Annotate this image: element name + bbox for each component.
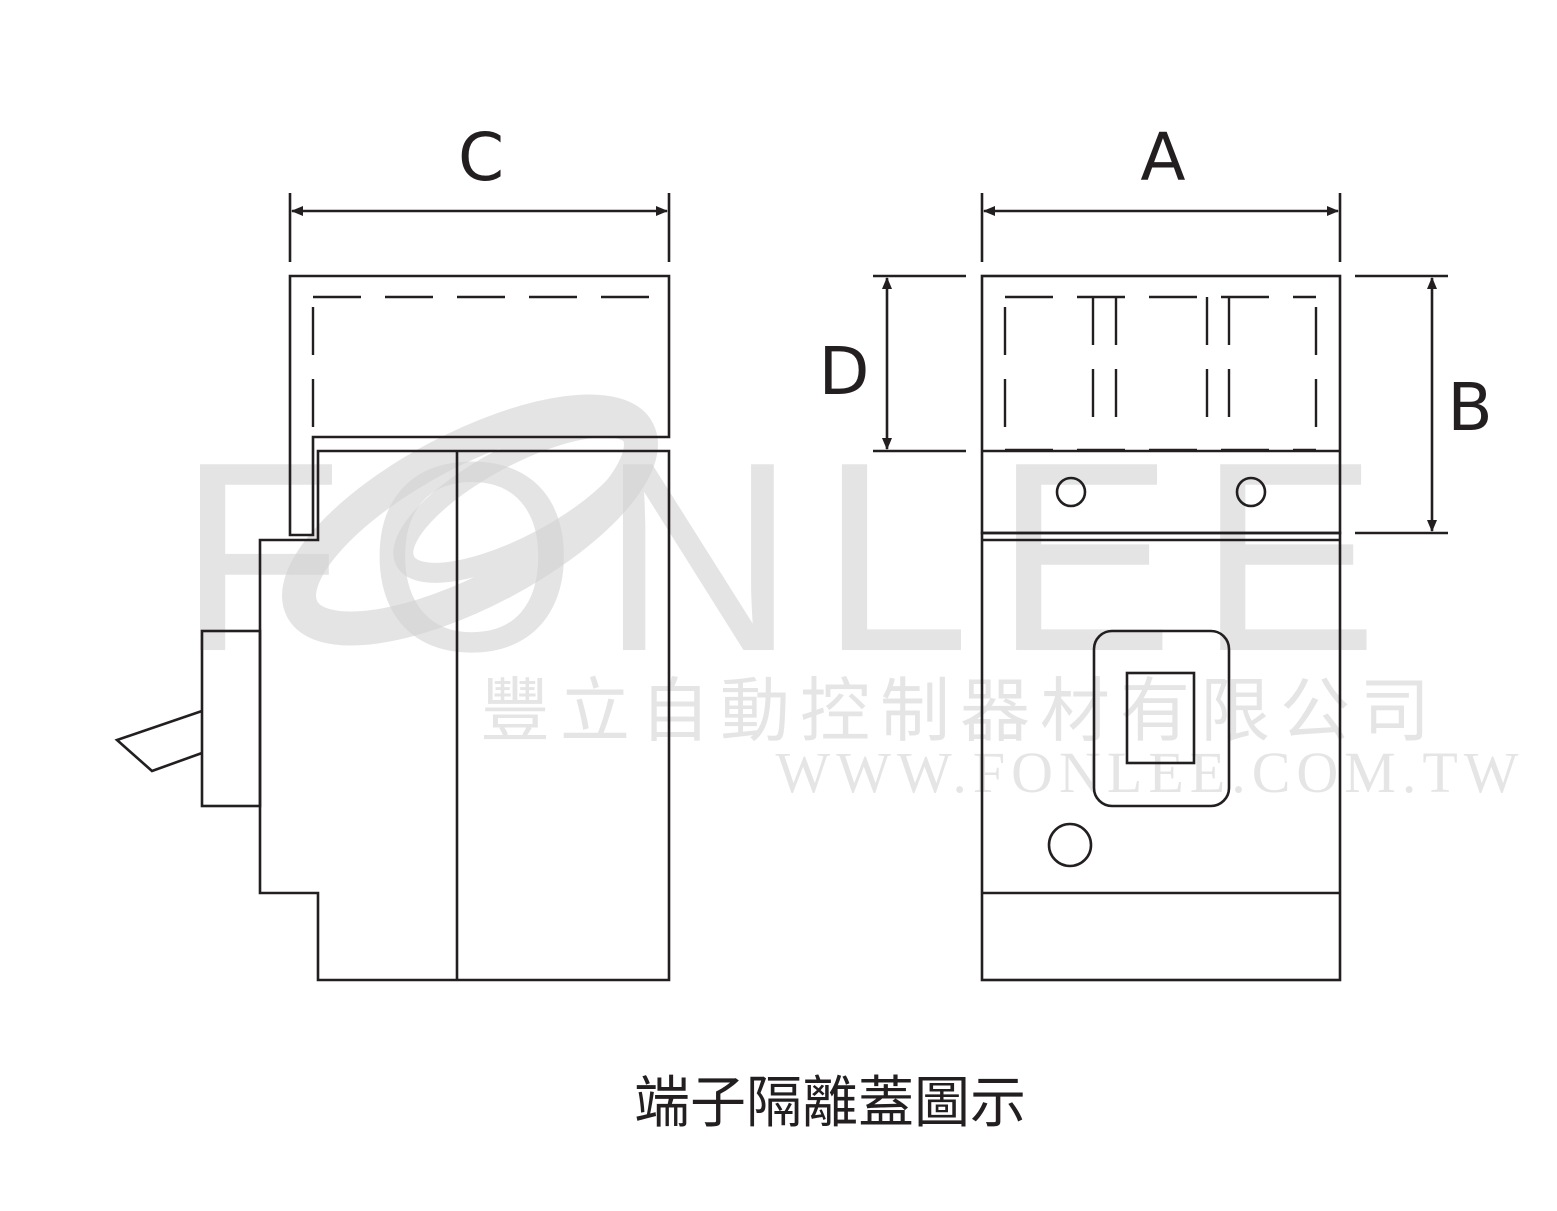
front-view: A D B [819,119,1493,982]
dimension-c: C [288,119,671,262]
screw-hole-left [1055,476,1087,508]
watermark-brand: FONLEE [178,407,1402,708]
dimension-a: A [980,119,1342,262]
label-d: D [819,333,870,410]
dimension-d: D [819,274,966,453]
label-a: A [1140,119,1185,196]
side-toggle-handle [114,709,203,773]
label-c: C [458,119,504,196]
dimension-b: B [1355,274,1493,535]
label-b: B [1447,369,1492,446]
watermark: FONLEE 豐立自動控制器材有限公司 WWW.FONLEE.COM.TW [178,394,1524,805]
diagram-caption: 端子隔離蓋圖示 [634,1071,1026,1136]
watermark-company: 豐立自動控制器材有限公司 [480,670,1440,752]
toggle-handle [1125,671,1196,765]
side-breaker-body [114,449,671,982]
watermark-url: WWW.FONLEE.COM.TW [775,740,1524,805]
watermark-swoosh-logo [282,394,658,646]
side-terminal-cover [288,274,671,537]
front-terminal-cover [980,274,1342,535]
screw-hole-right [1235,476,1267,508]
side-view: C [114,119,671,982]
front-breaker-body [980,531,1342,982]
handle-window [1092,629,1231,808]
test-button [1047,822,1093,868]
